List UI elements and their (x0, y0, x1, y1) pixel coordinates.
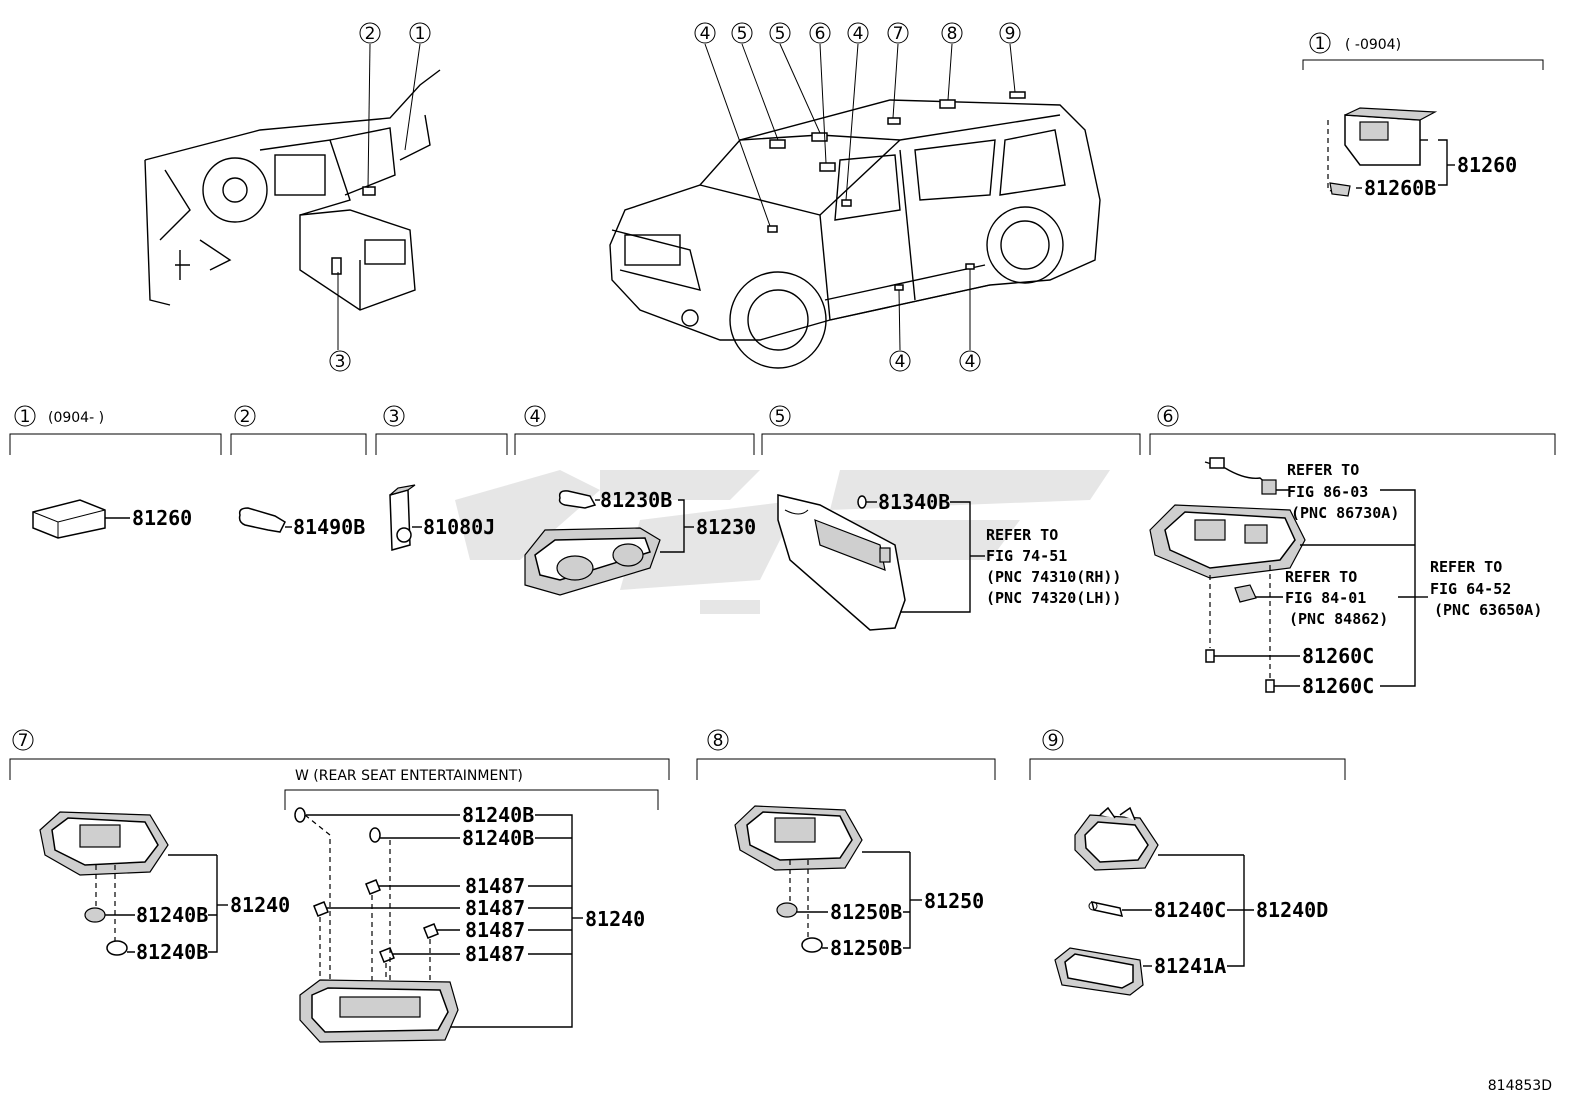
s5-ref-line4: (PNC 74320(LH)) (986, 589, 1121, 607)
callout-3: 3 (335, 352, 346, 372)
part-81260-top: 81260 (1457, 153, 1517, 177)
section-9-parts: 81240C 81240D 81241A (1054, 806, 1328, 996)
callout-car-7: 7 (893, 24, 904, 44)
section-1-range: (0904- ) (48, 410, 104, 426)
section-3-num: 3 (389, 407, 400, 427)
part-81240D: 81240D (1256, 898, 1328, 922)
section-6-parts: REFER TO FIG 86-03 (PNC 86730A) REFER TO… (1149, 457, 1542, 698)
section-4-num: 4 (530, 407, 541, 427)
callout-car-5a: 5 (737, 24, 748, 44)
part-81240-right: 81240 (585, 907, 645, 931)
part-81250: 81250 (924, 889, 984, 913)
callout-2: 2 (365, 24, 376, 44)
callout-car-4b: 4 (853, 24, 864, 44)
s6-ref3-line2: FIG 64-52 (1430, 580, 1511, 598)
part-81260B-top: 81260B (1364, 176, 1436, 200)
part-81487-a: 81487 (465, 874, 525, 898)
part-81240-left: 81240 (230, 893, 290, 917)
s6-ref2-line1: REFER TO (1285, 568, 1357, 586)
part-81487-b: 81487 (465, 896, 525, 920)
s5-ref-line2: FIG 74-51 (986, 547, 1067, 565)
section-6-num: 6 (1163, 407, 1174, 427)
part-81240B-r2: 81240B (462, 826, 534, 850)
s6-ref1-line2: FIG 86-03 (1287, 483, 1368, 501)
part-81230B: 81230B (600, 488, 672, 512)
part-81240C: 81240C (1154, 898, 1226, 922)
part-81240B-l2: 81240B (136, 940, 208, 964)
section-7-left-parts: 81240B 81240B 81240 (39, 811, 290, 964)
s6-ref2-line3: (PNC 84862) (1289, 610, 1388, 628)
section-2-num: 2 (240, 407, 251, 427)
section-5-num: 5 (775, 407, 786, 427)
callout-car-9: 9 (1005, 24, 1016, 44)
part-81080J: 81080J (423, 515, 495, 539)
suv-illustration (609, 91, 1101, 369)
callout-car-4c: 4 (895, 352, 906, 372)
s5-ref-line3: (PNC 74310(RH)) (986, 568, 1121, 586)
part-81240B-r1: 81240B (462, 803, 534, 827)
section-2-part: 81490B (238, 507, 365, 539)
section-7-right-parts: 81240B 81240B 81487 81487 81487 81487 81… (294, 803, 645, 1043)
dashboard-illustration (144, 69, 441, 311)
section-8-num: 8 (713, 731, 724, 751)
callout-1: 1 (415, 24, 426, 44)
s6-ref3-line1: REFER TO (1430, 558, 1502, 576)
section-1-part: 81260 (32, 499, 192, 539)
dashboard-callouts: 2 1 3 (329, 22, 431, 372)
section-5-parts: 81340B REFER TO FIG 74-51 (PNC 74310(RH)… (777, 490, 1121, 631)
section-1-old: 1 ( -0904) 81260 81260B (1302, 32, 1544, 200)
callout-car-8: 8 (947, 24, 958, 44)
section-headers-row3: 7 W (REAR SEAT ENTERTAINMENT) 8 9 (9, 729, 1346, 810)
section-9-num: 9 (1048, 731, 1059, 751)
part-81487-c: 81487 (465, 918, 525, 942)
section-headers-row2: 1 (0904- ) 2 3 4 5 6 (9, 405, 1556, 455)
part-81490B: 81490B (293, 515, 365, 539)
part-81250B-b: 81250B (830, 936, 902, 960)
part-81260-s1: 81260 (132, 506, 192, 530)
part-81487-d: 81487 (465, 942, 525, 966)
part-81340B: 81340B (878, 490, 950, 514)
part-81241A: 81241A (1154, 954, 1226, 978)
section-7-num: 7 (18, 731, 29, 751)
part-81250B-a: 81250B (830, 900, 902, 924)
part-81260C-b: 81260C (1302, 674, 1374, 698)
s6-ref1-line3: (PNC 86730A) (1291, 504, 1399, 522)
s6-ref1-line1: REFER TO (1287, 461, 1359, 479)
section-4-parts: 81230B 81230 (524, 488, 756, 596)
callout-car-6: 6 (815, 24, 826, 44)
section-1-old-range: ( -0904) (1345, 37, 1401, 53)
suv-callouts: 4 5 5 6 4 7 8 9 4 4 (694, 22, 1021, 372)
part-81230: 81230 (696, 515, 756, 539)
callout-car-4d: 4 (965, 352, 976, 372)
callout-car-4a: 4 (700, 24, 711, 44)
part-81260C-a: 81260C (1302, 644, 1374, 668)
part-81240B-l1: 81240B (136, 903, 208, 927)
s6-ref3-line3: (PNC 63650A) (1434, 601, 1542, 619)
figure-id: 814853D (1488, 1078, 1552, 1094)
section-8-parts: 81250B 81250B 81250 (734, 805, 984, 960)
s6-ref2-line2: FIG 84-01 (1285, 589, 1366, 607)
callout-car-5b: 5 (775, 24, 786, 44)
section-1-num: 1 (20, 407, 31, 427)
svg-text:1: 1 (1315, 34, 1326, 54)
section-7-variant: W (REAR SEAT ENTERTAINMENT) (295, 768, 523, 784)
s5-ref-line1: REFER TO (986, 526, 1058, 544)
section-3-part: 81080J (389, 484, 495, 551)
